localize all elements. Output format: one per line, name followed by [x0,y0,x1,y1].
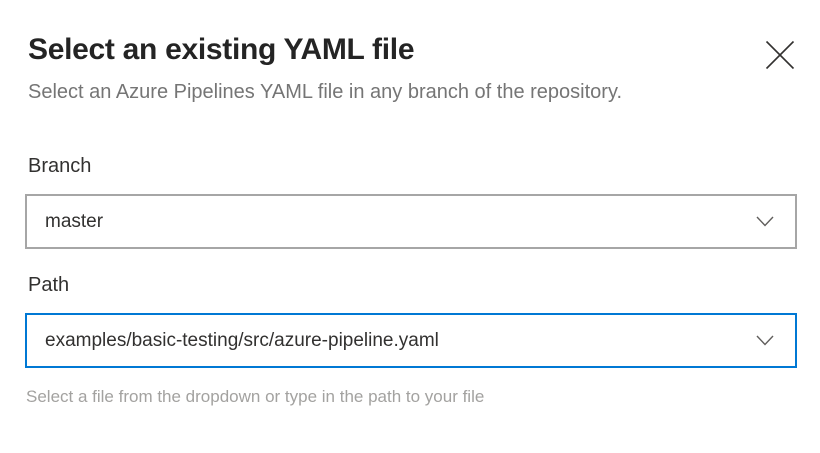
branch-dropdown[interactable]: master [25,194,797,249]
chevron-down-icon [756,335,774,346]
close-icon [765,40,795,70]
path-field: Path Select a file from the dropdown or … [25,273,797,408]
path-label: Path [28,274,70,296]
path-helper-text: Select a file from the dropdown or type … [26,387,485,406]
dialog-header: Select an existing YAML file [25,30,797,70]
branch-label: Branch [28,155,92,177]
path-combobox[interactable] [25,313,797,368]
dialog-subtitle: Select an Azure Pipelines YAML file in a… [28,81,623,103]
dialog-title: Select an existing YAML file [28,33,415,66]
branch-value: master [45,210,104,232]
close-button[interactable] [765,40,795,70]
branch-field: Branch master [25,154,797,249]
chevron-down-icon [756,216,774,227]
path-input[interactable] [45,329,744,352]
